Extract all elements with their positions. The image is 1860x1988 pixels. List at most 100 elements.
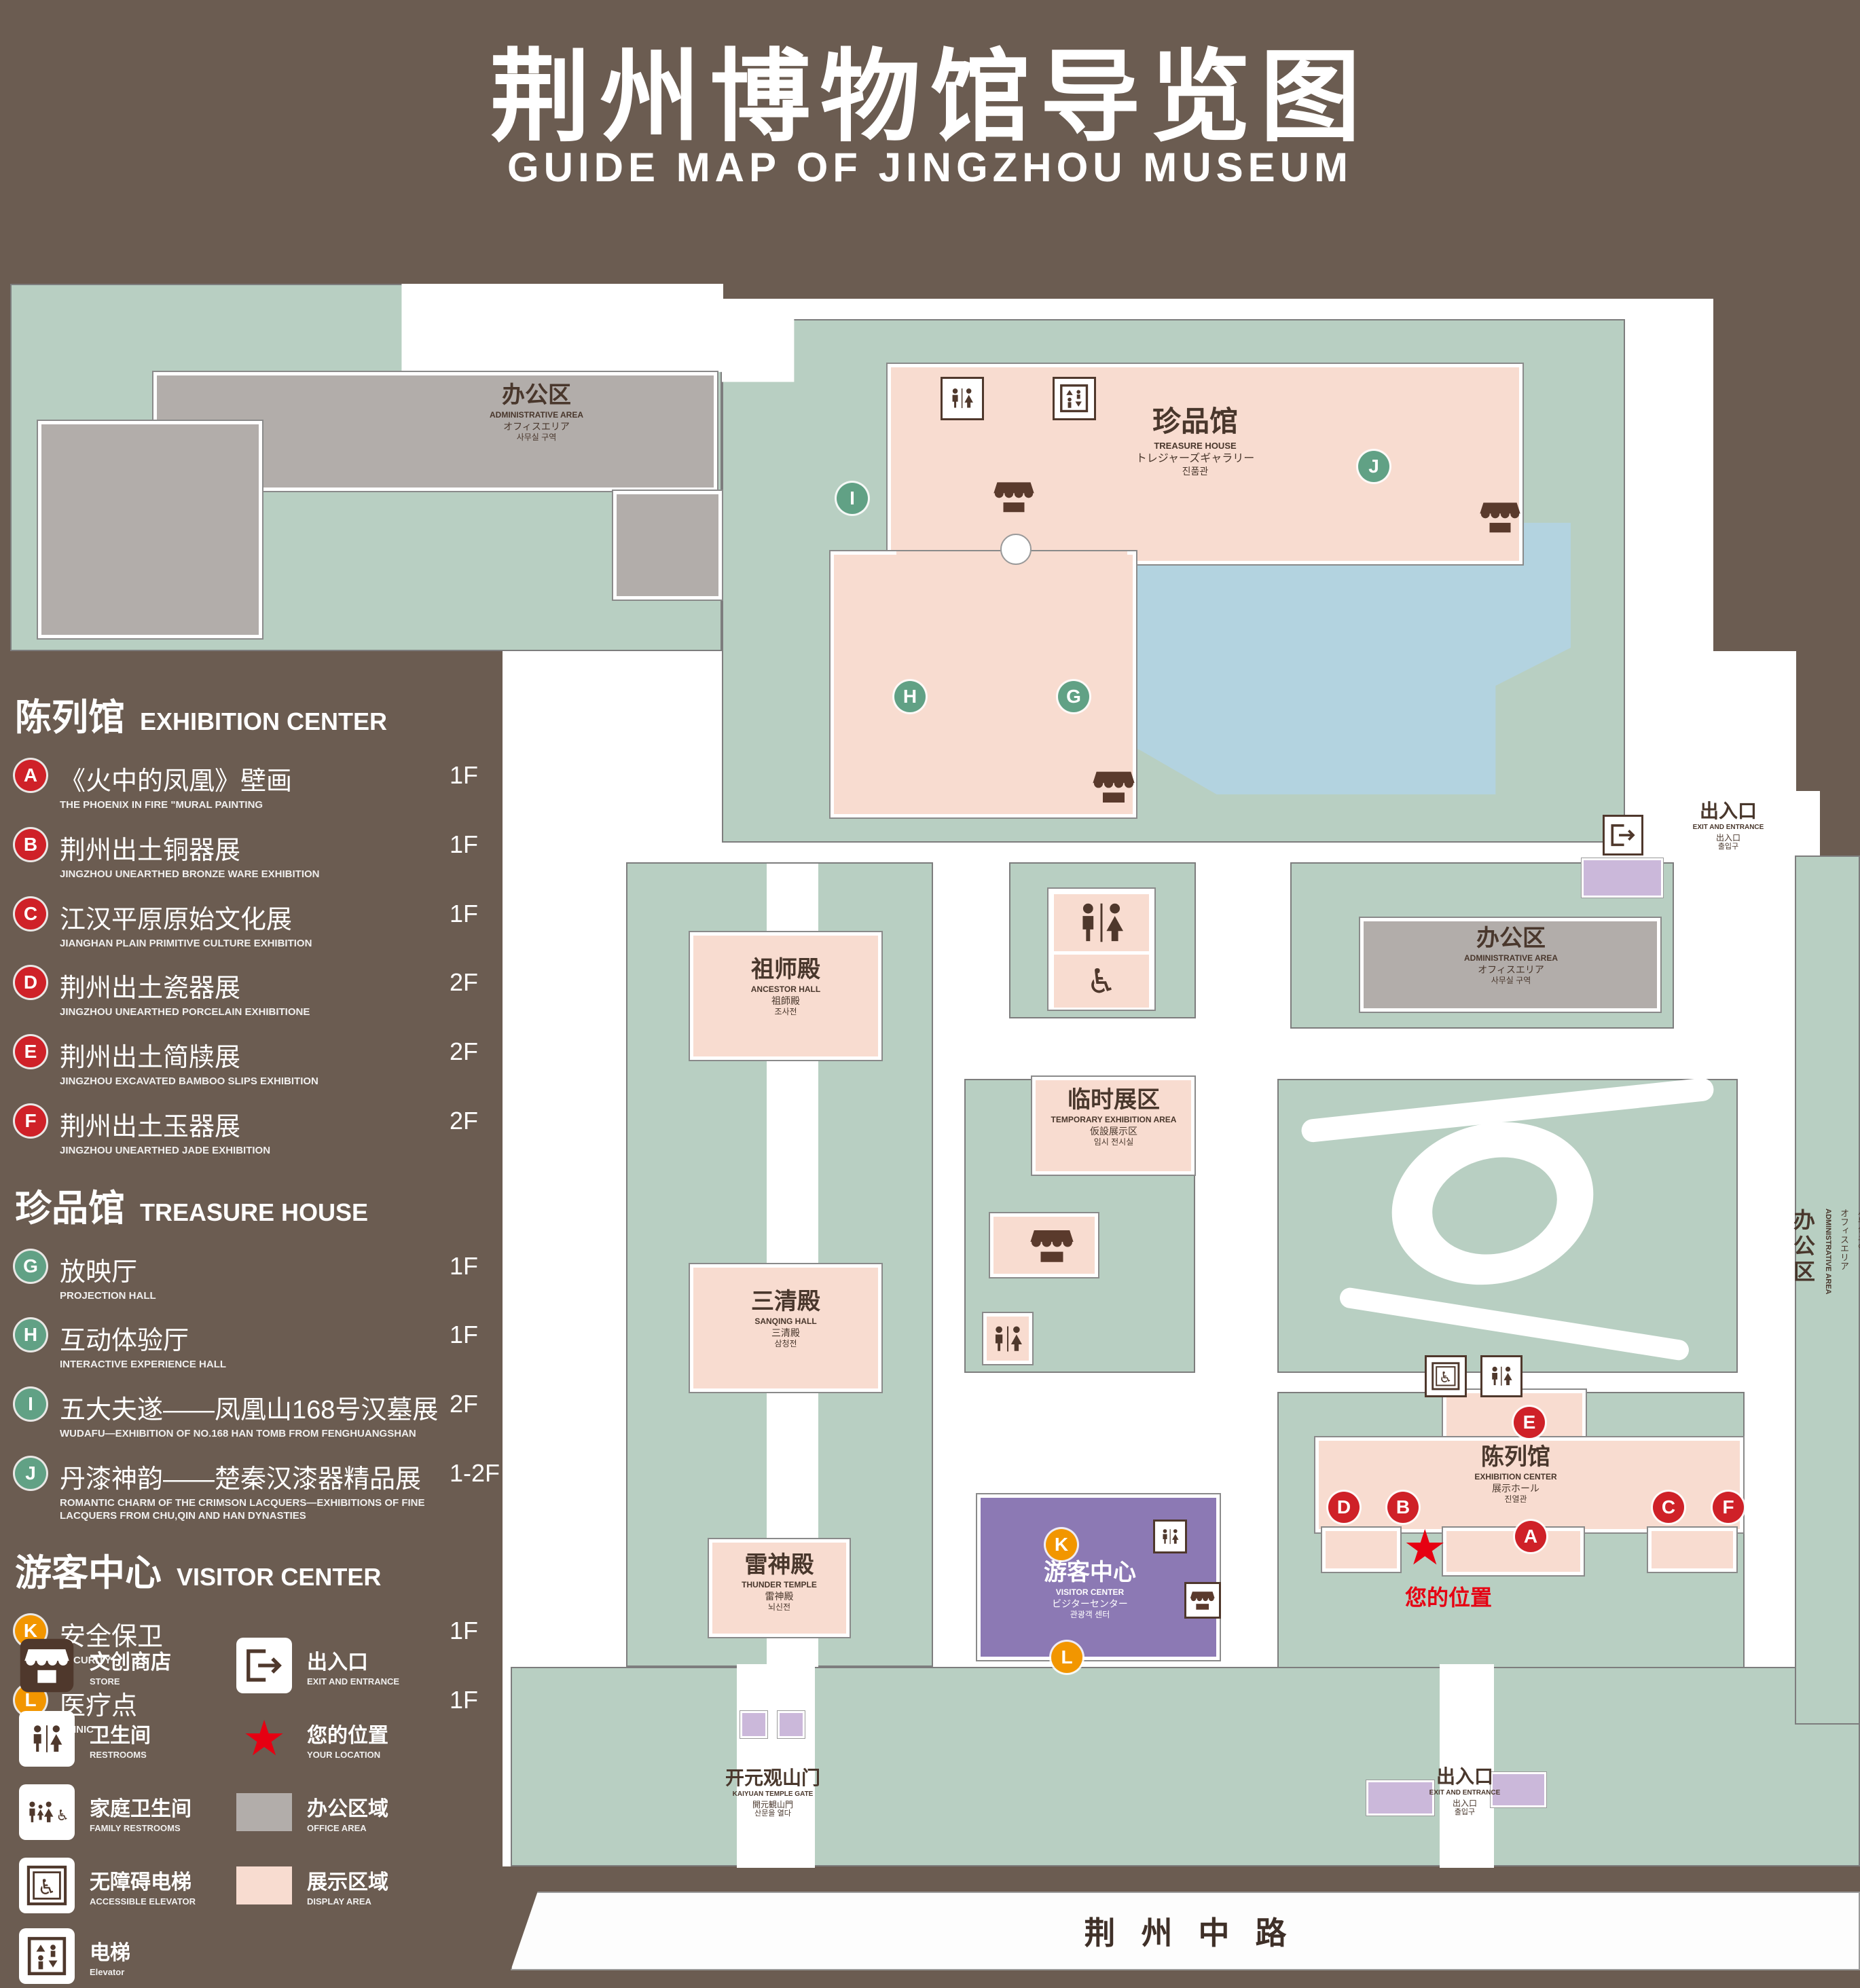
south-exit-en: EXIT AND ENTRANCE: [1429, 1789, 1501, 1797]
symbol-zh: 无障碍电梯: [90, 1871, 192, 1894]
treasure-house-en: TREASURE HOUSE: [1154, 440, 1237, 451]
exit-icon: [1603, 815, 1643, 855]
south-exit-ja: 出入口: [1452, 1798, 1477, 1808]
legend-item-j: J 丹漆神韵——楚秦汉漆器精品展 ROMANTIC CHARM OF THE C…: [15, 1457, 504, 1523]
page-title: 荆州博物馆导览图: [490, 41, 1370, 153]
section-title-zh: 珍品馆: [15, 1188, 125, 1229]
legend-item-b: B 荆州出土铜器展 JINGZHOU UNEARTHED BRONZE WARE…: [15, 828, 504, 881]
your-location-star-icon: ★: [242, 1712, 287, 1766]
marker-f: F: [15, 1105, 46, 1137]
temporary-area-label: 临时展区 TEMPORARY EXHIBITION AREA 仮設展示区 임시 …: [1029, 1086, 1199, 1147]
map-path: [767, 864, 818, 932]
restrooms-icon: [1480, 1355, 1522, 1397]
gate-label: 开元观山门 KAIYUAN TEMPLE GATE 開元観山門 산문을 열다: [695, 1767, 851, 1818]
exhibition-center-ko: 진열관: [1504, 1494, 1527, 1504]
symbol-en: STORE: [90, 1676, 120, 1687]
sanqing-hall-ja: 三清殿: [771, 1327, 800, 1339]
visitor-center-en: VISITOR CENTER: [1055, 1587, 1125, 1598]
item-name-zh: 荆州出土铜器展: [60, 836, 241, 865]
ancestor-hall-label: 祖师殿 ANCESTOR HALL 祖師殿 조사전: [690, 956, 881, 1016]
admin-top-building-wing: [612, 490, 723, 601]
legend-symbol-display-area: 展示区域 DISPLAY AREA: [236, 1858, 388, 1913]
marker-e: E: [15, 1036, 46, 1067]
temporary-area-zh: 临时展区: [1068, 1087, 1160, 1113]
east-strip-ko: 사무실 구역: [1857, 1209, 1860, 1252]
thunder-temple-ko: 뇌신전: [767, 1602, 791, 1612]
accessible-elevator-icon: [19, 1858, 75, 1913]
ancestor-hall-ko: 조사전: [774, 1006, 797, 1016]
item-name-zh: 安全保卫: [60, 1623, 164, 1652]
item-name-en: JIANGHAN PLAIN PRIMITIVE CULTURE EXHIBIT…: [60, 937, 312, 949]
admin-mid-en: ADMINISTRATIVE AREA: [1464, 953, 1558, 963]
ancestor-hall-ja: 祖師殿: [771, 995, 800, 1007]
legend-item-f: F 荆州出土玉器展 JINGZHOU UNEARTHED JADE EXHIBI…: [15, 1105, 504, 1158]
map-marker-f: F: [1713, 1492, 1744, 1523]
legend-item-h: H 互动体验厅 INTERACTIVE EXPERIENCE HALL 1F: [15, 1319, 504, 1372]
legend-symbol-store: 文创商店 STORE: [19, 1638, 171, 1693]
symbol-en: DISPLAY AREA: [307, 1896, 371, 1907]
treasure-house-label: 珍品馆 TREASURE HOUSE トレジャーズギャラリー 진품관: [1093, 405, 1297, 477]
map-marker-j: J: [1358, 451, 1389, 482]
east-exit-ko: 출입구: [1717, 842, 1739, 851]
exhibition-center-building-bottom: [1442, 1526, 1585, 1577]
marker-h: H: [15, 1319, 46, 1351]
admin-mid-ko: 사무실 구역: [1491, 975, 1531, 985]
exhibition-center-wing-left: [1321, 1526, 1402, 1573]
south-exit-label: 出入口 EXIT AND ENTRANCE 出入口 출입구: [1414, 1765, 1516, 1817]
symbol-en: ACCESSIBLE ELEVATOR: [90, 1896, 196, 1907]
section-title-zh: 游客中心: [15, 1553, 162, 1594]
item-name-zh: 互动体验厅: [60, 1327, 189, 1356]
admin-top-ja: オフィスエリア: [503, 421, 570, 432]
admin-top-ko: 사무실 구역: [516, 432, 557, 442]
map-path: [767, 1392, 818, 1539]
item-floor: 2F: [450, 1390, 479, 1418]
admin-mid-ja: オフィスエリア: [1478, 964, 1544, 976]
visitor-center-zh: 游客中心: [1044, 1560, 1136, 1585]
symbol-en: OFFICE AREA: [307, 1822, 367, 1833]
east-exit-zh: 出入口: [1699, 800, 1757, 822]
admin-top-label: 办公区 ADMINISTRATIVE AREA オフィスエリア 사무실 구역: [435, 382, 638, 442]
item-name-en: JINGZHOU UNEARTHED BRONZE WARE EXHIBITIO…: [60, 868, 320, 880]
item-floor: 1-2F: [450, 1458, 500, 1487]
marker-c: C: [15, 898, 46, 929]
item-floor: 1F: [450, 1321, 479, 1349]
item-floor: 1F: [450, 1251, 479, 1280]
map-marker-h: H: [894, 681, 926, 712]
visitor-center-label: 游客中心 VISITOR CENTER ビジターセンター 관광객 센터: [998, 1559, 1182, 1619]
item-floor: 1F: [450, 761, 479, 789]
map-marker-b: B: [1387, 1492, 1419, 1523]
item-name-zh: 荆州出土简牍展: [60, 1044, 241, 1072]
map-marker-a: A: [1515, 1521, 1546, 1552]
south-exit-zh: 出入口: [1436, 1766, 1493, 1787]
map-path: [767, 1637, 818, 1667]
legend-symbol-accessible-elevator: 无障碍电梯 ACCESSIBLE ELEVATOR: [19, 1858, 196, 1913]
legend-section-visitor-header: 游客中心 VISITOR CENTER: [15, 1543, 504, 1596]
thunder-temple-label: 雷神殿 THUNDER TEMPLE 雷神殿 뇌신전: [709, 1551, 850, 1612]
east-exit-ja: 出入口: [1715, 832, 1740, 843]
section-title-en: TREASURE HOUSE: [140, 1198, 369, 1226]
ancestor-hall-zh: 祖师殿: [751, 957, 820, 982]
map-path: [401, 284, 723, 373]
map-marker-i: I: [837, 483, 868, 514]
item-floor: 2F: [450, 1037, 479, 1065]
legend-item-e: E 荆州出土简牍展 JINGZHOU EXCAVATED BAMBOO SLIP…: [15, 1036, 504, 1088]
gate-ko: 산문을 열다: [754, 1809, 791, 1818]
green-area-east-strip: [1795, 855, 1860, 1725]
store-icon: [1184, 1582, 1221, 1619]
elevator-icon: [1053, 377, 1096, 420]
legend-symbol-elevator: 电梯 Elevator: [19, 1928, 130, 1984]
sanqing-hall-label: 三清殿 SANQING HALL 三清殿 삼청전: [690, 1288, 881, 1348]
legend-item-c: C 江汉平原原始文化展 JIANGHAN PLAIN PRIMITIVE CUL…: [15, 898, 504, 951]
accessible-elevator-icon: [1425, 1355, 1467, 1397]
symbol-zh: 家庭卫生间: [90, 1797, 192, 1820]
marker-i: I: [15, 1388, 46, 1420]
gate-post: [777, 1710, 805, 1739]
south-exit-path: [1440, 1664, 1494, 1868]
your-location-label: 您的位置: [1404, 1585, 1492, 1610]
gate-ja: 開元観山門: [752, 1799, 793, 1809]
admin-mid-building: [1359, 917, 1662, 1013]
gate-post: [740, 1710, 768, 1739]
exit-icon: [236, 1638, 292, 1693]
display-area-swatch: [236, 1858, 292, 1913]
